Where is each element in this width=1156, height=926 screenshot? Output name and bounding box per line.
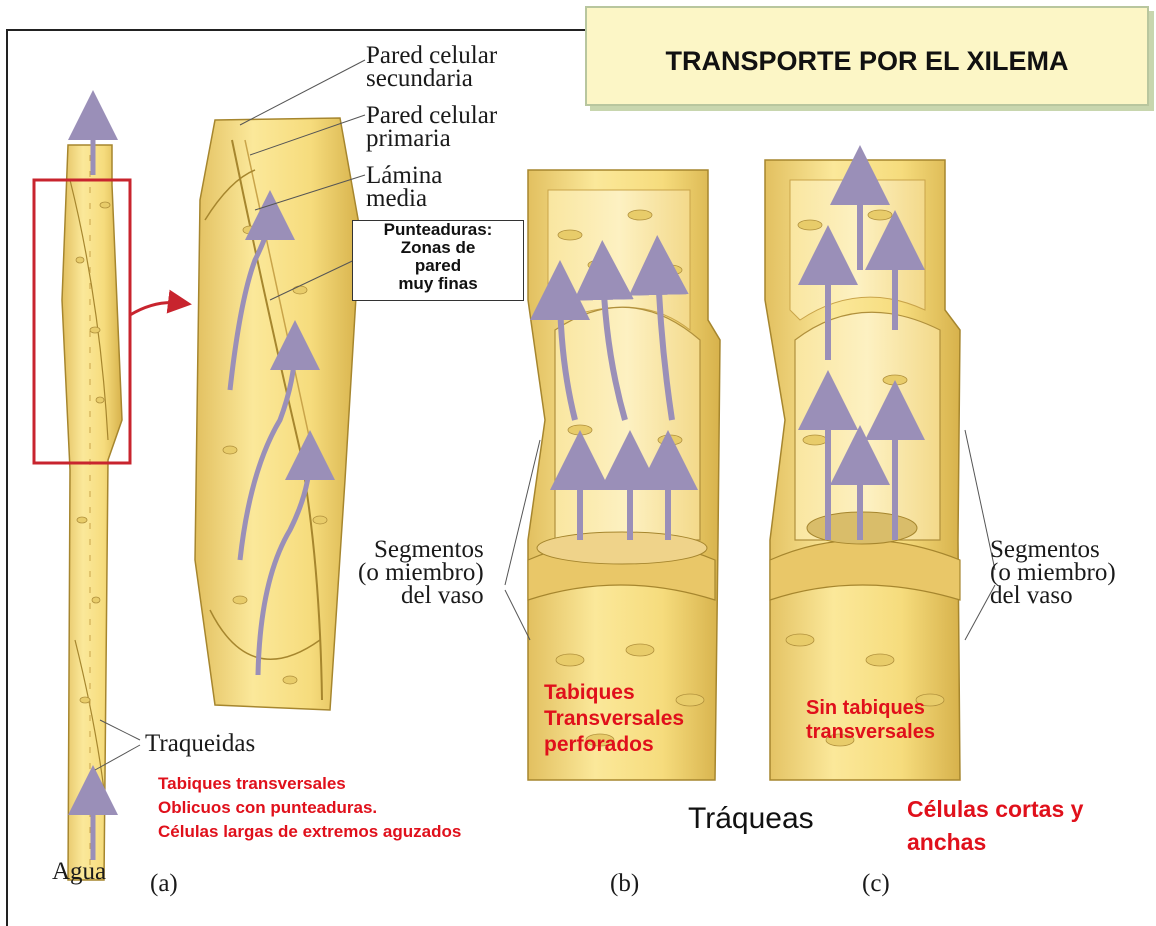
label-segmentos-right: Segmentos (o miembro) del vaso xyxy=(990,536,1116,609)
note-line: transversales xyxy=(806,721,935,743)
label-line: secundaria xyxy=(366,65,473,92)
label-traqueas: Tráqueas xyxy=(688,802,814,835)
label-traqueidas: Traqueidas xyxy=(145,730,256,757)
highlight-box xyxy=(32,178,132,465)
label-pared-primaria: Pared celular primaria xyxy=(366,102,498,152)
callout-line: Punteaduras: xyxy=(383,220,493,239)
note-line: Tabiques xyxy=(544,681,635,704)
note-line: perforados xyxy=(544,733,654,756)
label-line: Segmentos xyxy=(990,536,1100,563)
callout-line: muy finas xyxy=(398,274,478,293)
title-box: TRANSPORTE POR EL XILEMA xyxy=(585,6,1149,106)
note-celulas-cortas: Células cortas y anchas xyxy=(907,793,1083,859)
label-line: del vaso xyxy=(401,582,484,609)
tracheid-column xyxy=(61,90,123,881)
label-line: primaria xyxy=(366,125,451,152)
label-panel-a: (a) xyxy=(150,870,178,897)
note-line: Células largas de extremos aguzados xyxy=(158,822,462,841)
note-line: Células cortas y xyxy=(907,796,1084,822)
callout-line: pared xyxy=(414,256,462,275)
label-agua: Agua xyxy=(52,858,107,885)
label-line: Pared celular xyxy=(366,102,498,129)
vessel-b xyxy=(527,169,721,781)
vessel-c xyxy=(764,145,961,781)
tracheid-detail xyxy=(194,59,366,711)
label-pared-secundaria: Pared celular secundaria xyxy=(366,42,498,92)
note-line: Oblicuos con punteaduras. xyxy=(158,798,378,817)
label-line: (o miembro) xyxy=(990,559,1116,586)
label-segmentos-left: Segmentos (o miembro) del vaso xyxy=(358,536,484,609)
page-title: TRANSPORTE POR EL XILEMA xyxy=(665,46,1069,76)
note-line: Transversales xyxy=(544,707,685,730)
note-line: Tabiques transversales xyxy=(158,774,346,793)
note-line: Sin tabiques xyxy=(806,697,925,719)
note-line: anchas xyxy=(907,829,987,855)
note-tabiques-perforados: Tabiques Transversales perforados xyxy=(544,680,684,758)
punteaduras-callout: Punteaduras: Zonas de pared muy finas xyxy=(352,220,524,301)
label-panel-b: (b) xyxy=(610,870,640,897)
label-line: Lámina xyxy=(366,162,443,189)
callout-line: Zonas de xyxy=(400,238,476,257)
zoom-arrow xyxy=(129,289,192,317)
label-lamina-media: Lámina media xyxy=(366,162,443,212)
label-line: del vaso xyxy=(990,582,1073,609)
label-line: media xyxy=(366,185,428,212)
label-line: (o miembro) xyxy=(358,559,484,586)
label-line: Pared celular xyxy=(366,42,498,69)
note-traqueidas: Tabiques transversales Oblicuos con punt… xyxy=(158,772,461,844)
label-panel-c: (c) xyxy=(862,870,890,897)
note-sin-tabiques: Sin tabiques transversales xyxy=(806,696,935,744)
label-line: Segmentos xyxy=(373,536,484,563)
